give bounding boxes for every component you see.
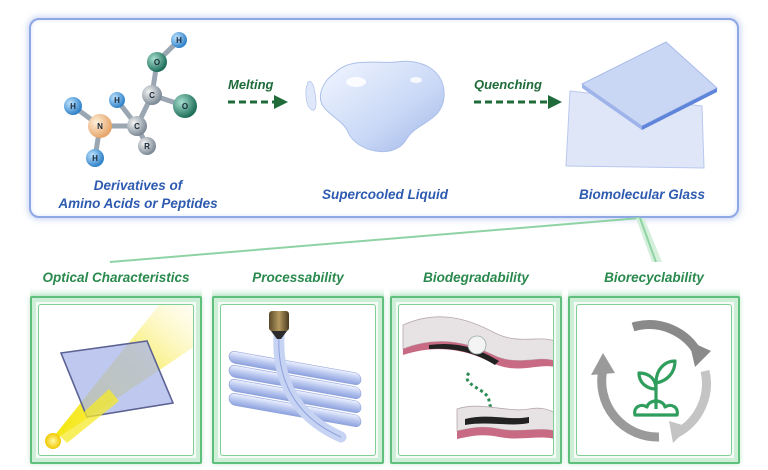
atom-h2-label: H	[92, 154, 98, 163]
atom-h1	[64, 97, 82, 115]
property-biodegradability-label: Biodegradability	[423, 270, 529, 285]
atom-h3-label: H	[114, 96, 120, 105]
amino-acid-molecule: H H N H C C O H O R	[64, 32, 197, 167]
atom-n-label: N	[97, 122, 103, 131]
atom-c1	[127, 116, 147, 136]
recycle-arrow-icon-3	[591, 353, 615, 375]
quenching-arrow-icon	[474, 95, 562, 109]
stage-supercooled-liquid-label: Supercooled Liquid	[321, 187, 448, 202]
plant-icon	[633, 359, 679, 417]
3d-printing-illustration	[228, 311, 362, 443]
stage-amino-acids-line2: Amino Acids or Peptides	[58, 196, 218, 211]
biodegradation-illustration	[402, 316, 553, 439]
atom-o1-label: O	[154, 58, 160, 67]
card-processability	[212, 296, 384, 464]
stage-amino-acids-label: Derivatives of Amino Acids or Peptides	[48, 177, 228, 213]
stage-biomolecular-glass-label: Biomolecular Glass	[578, 187, 706, 202]
card-biodegradability	[390, 296, 562, 464]
atom-h4	[171, 32, 187, 48]
atom-c2	[142, 85, 162, 105]
atom-h2	[86, 149, 104, 167]
nozzle-icon	[269, 311, 289, 331]
melting-label: Melting	[228, 77, 274, 92]
atom-r-label: R	[144, 142, 150, 151]
atom-c1-label: C	[134, 122, 140, 131]
property-processability-label: Processability	[252, 270, 344, 285]
atom-r	[138, 137, 156, 155]
atom-h4-label: H	[176, 36, 182, 45]
card-biorecyclability	[568, 296, 740, 464]
atom-o2-label: O	[182, 102, 188, 111]
biomolecular-glass-sheets	[565, 41, 718, 169]
degrading-particle-icon	[467, 335, 487, 355]
card-optical	[30, 296, 202, 464]
atom-o1	[147, 52, 167, 72]
atom-o2	[173, 94, 197, 118]
melting-arrow-icon	[228, 95, 288, 109]
atom-h1-label: H	[70, 102, 76, 111]
light-source-icon	[45, 433, 61, 449]
recycle-arrow-icon-2	[669, 421, 689, 443]
atom-h3	[109, 92, 125, 108]
atom-n	[88, 114, 112, 138]
property-optical-label: Optical Characteristics	[42, 270, 190, 285]
atom-c2-label: C	[149, 91, 155, 100]
stage-amino-acids-line1: Derivatives of	[93, 178, 183, 193]
recycle-arrow-icon-1	[689, 341, 711, 367]
quenching-label: Quenching	[474, 77, 542, 92]
supercooled-liquid-blob	[305, 60, 445, 153]
optical-light-illustration	[45, 305, 193, 449]
property-biorecyclability-label: Biorecyclability	[604, 270, 704, 285]
recycling-illustration	[591, 320, 711, 443]
